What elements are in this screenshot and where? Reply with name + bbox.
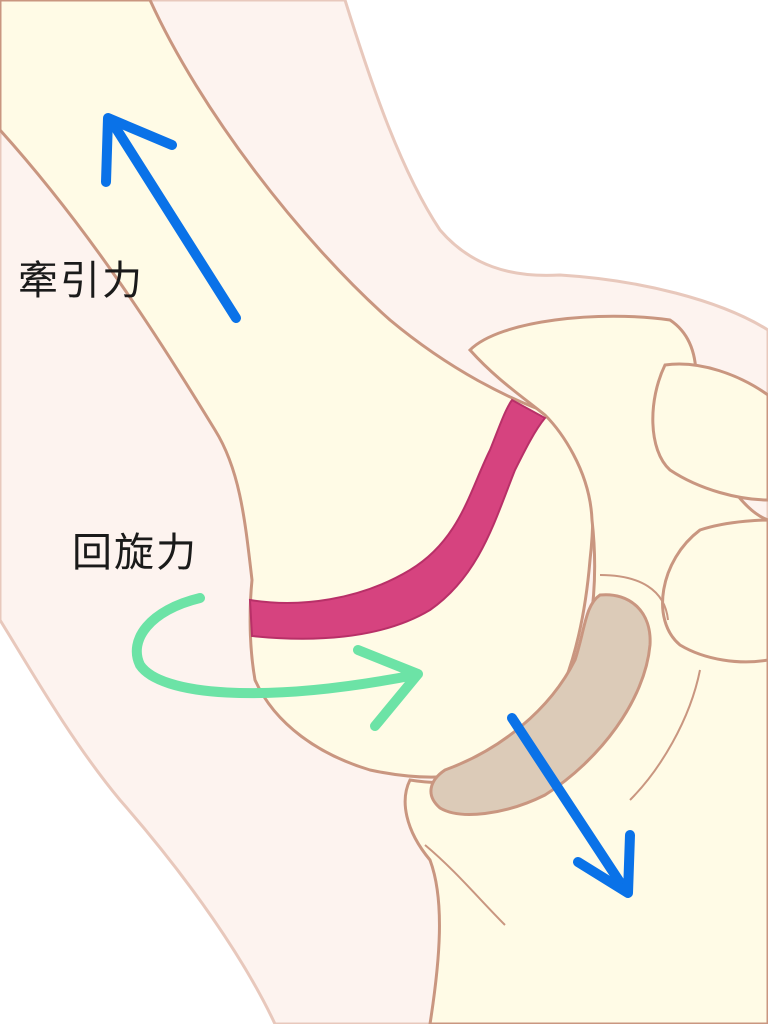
bone-contour-line [599, 574, 669, 621]
traction-force-label: 牽引力 [18, 258, 144, 304]
growth-plate [248, 398, 547, 640]
small-bone-lower [661, 518, 768, 664]
rotation-arrow [131, 593, 423, 731]
small-bone-upper [651, 362, 768, 502]
rotation-force-label: 回旋力 [72, 530, 198, 576]
traction-arrow-down [507, 713, 635, 898]
bone-contour-line-2 [629, 669, 701, 801]
traction-arrow-up [101, 113, 241, 323]
bone-contour-line-3 [424, 844, 506, 926]
joint-cartilage [429, 593, 652, 816]
